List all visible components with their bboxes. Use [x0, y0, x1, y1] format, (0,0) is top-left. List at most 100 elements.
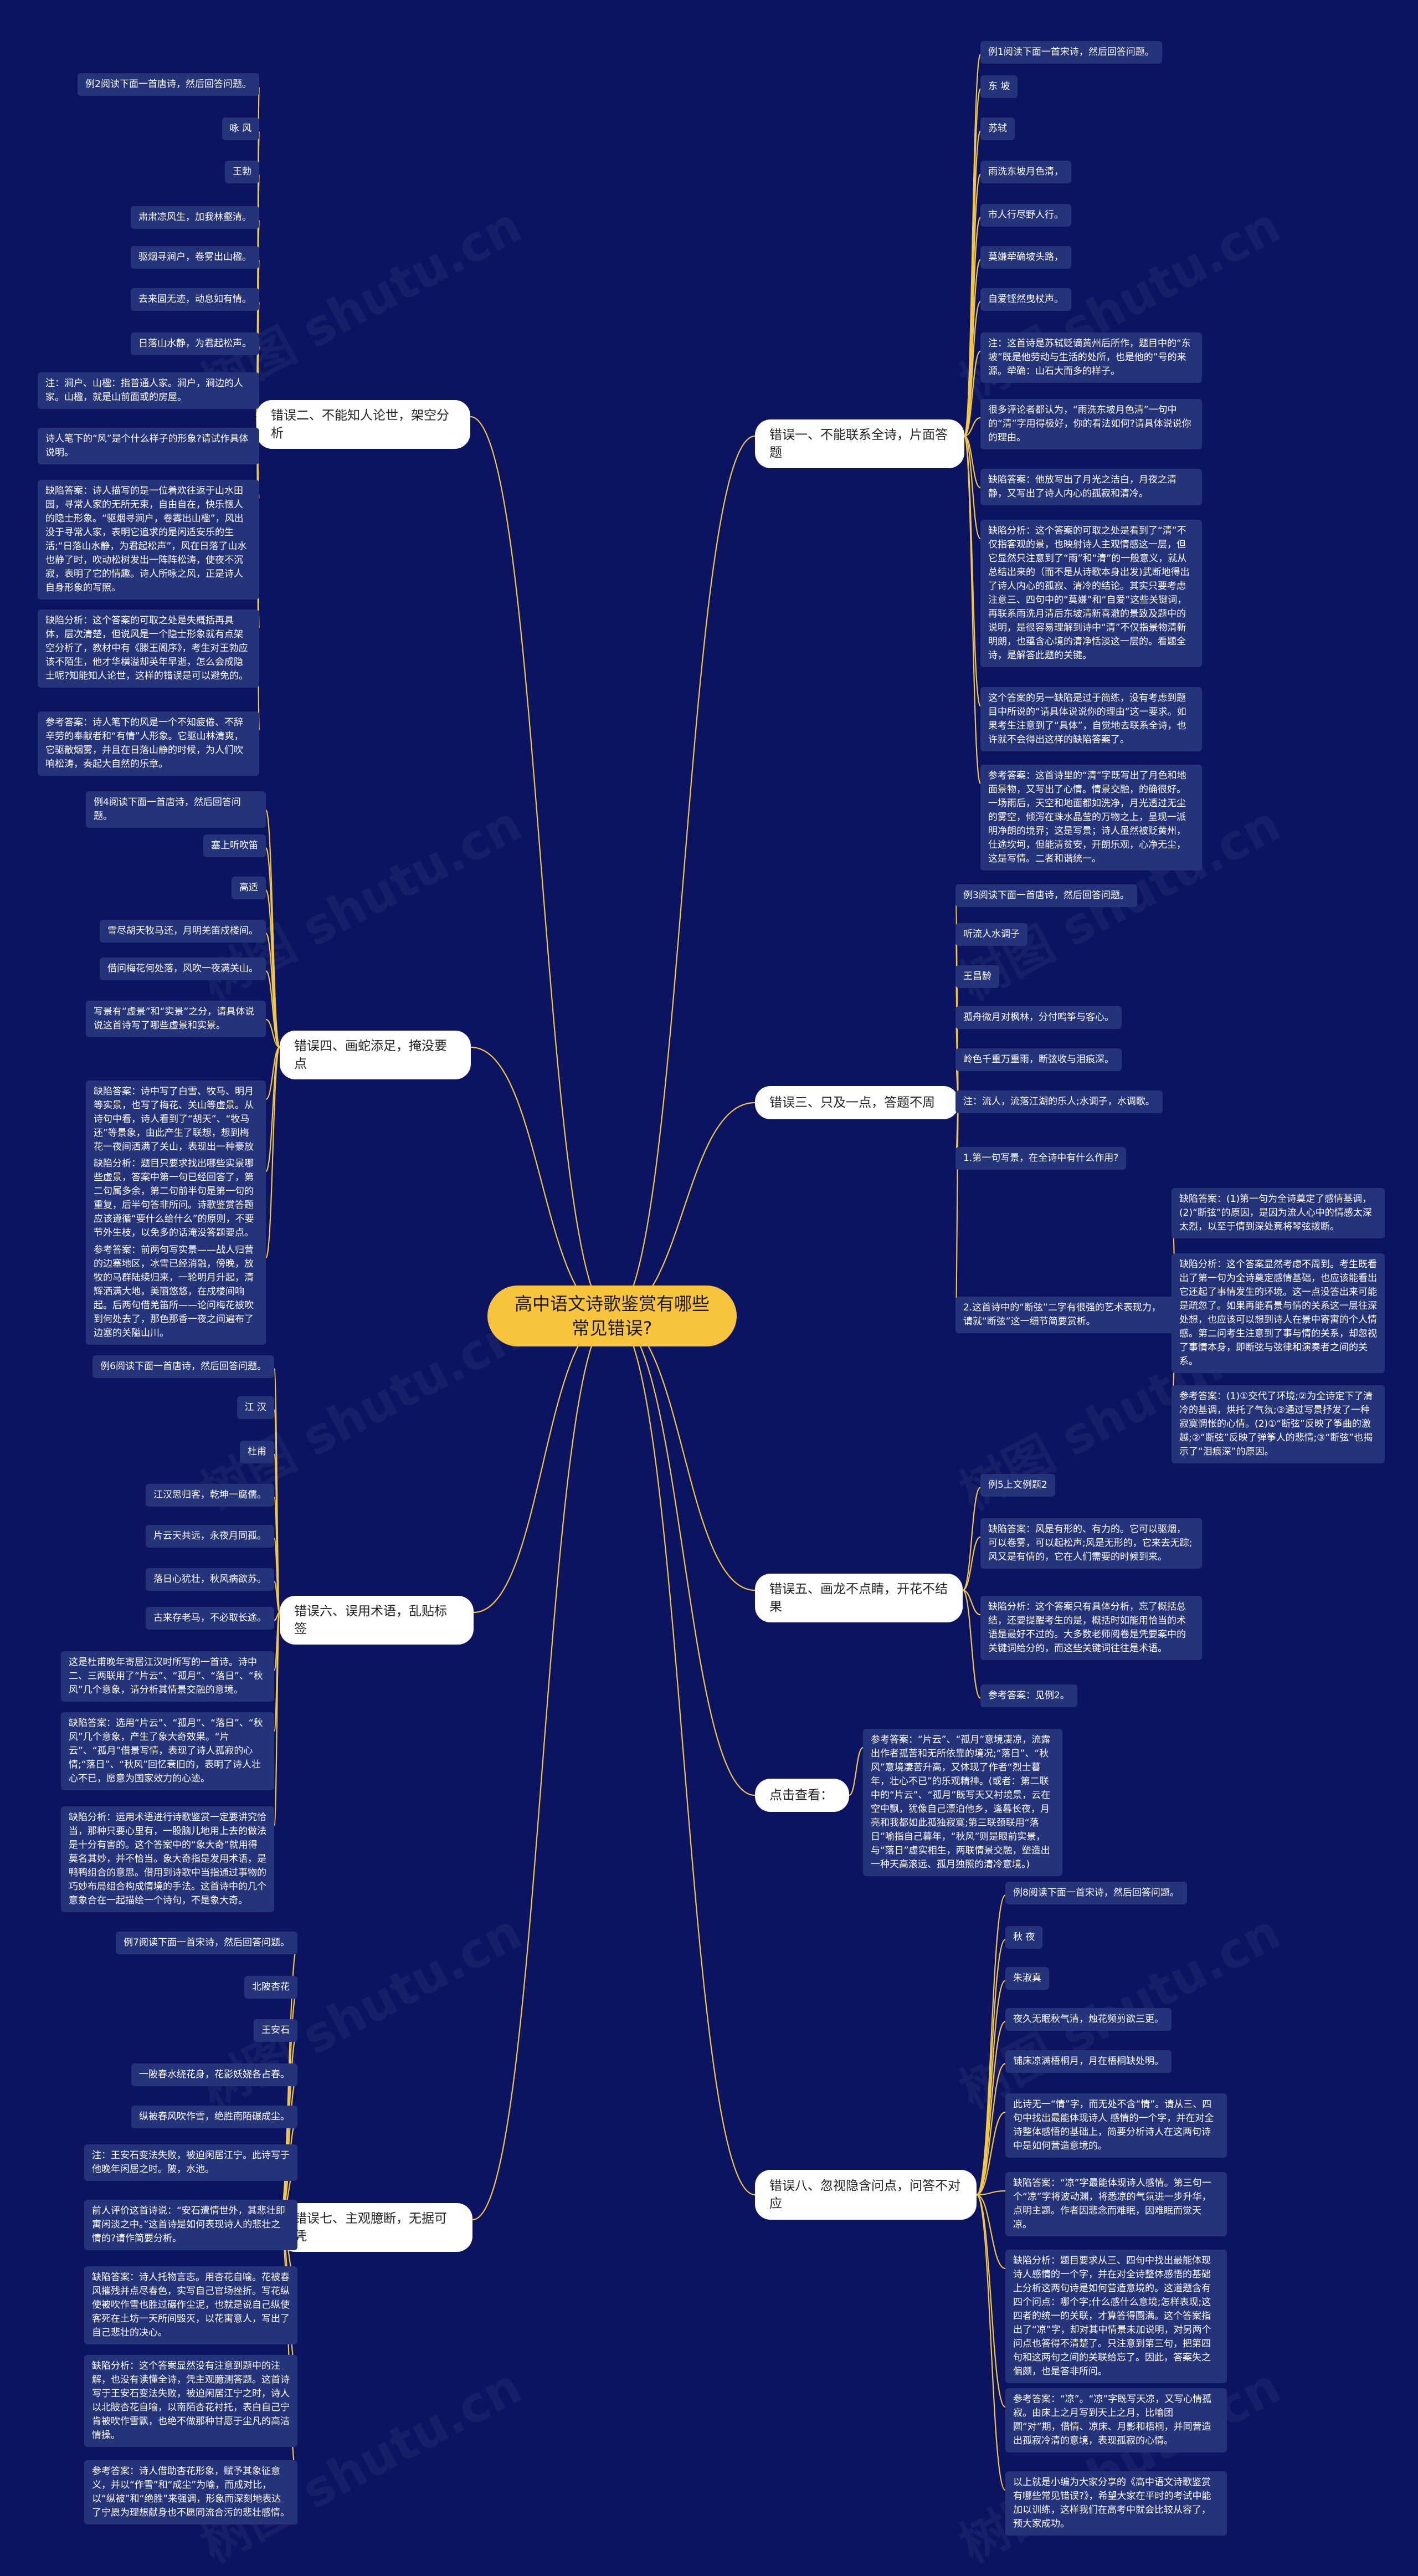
leaf-note: 王昌龄 [955, 965, 999, 988]
leaf-note: 注：涧户、山楹：指普通人家。涧户，涧边的人家。山楹，就是山前面或的房屋。 [38, 372, 259, 409]
leaf-note: 岭色千重万重雨，断弦收与泪痕深。 [955, 1048, 1122, 1071]
leaf-note: 王安石 [254, 2019, 297, 2042]
leaf-note: 杜甫 [240, 1441, 274, 1463]
leaf-note: 莫嫌荦确坡头路， [980, 246, 1071, 269]
branch-to-leaf-line [265, 1046, 281, 1259]
root-to-branch-line [470, 416, 613, 1317]
leaf-note: 参考答案：前两句写实景——战人归营的边塞地区，冰雪已经消融，傍晚，放牧的马群陆续… [86, 1239, 266, 1345]
branch-to-leaf-line [964, 417, 981, 437]
branch-to-leaf-line [963, 435, 982, 785]
leaf-note: 苏轼 [980, 117, 1015, 140]
leaf-note: 例6阅读下面一首唐诗，然后回答问题。 [93, 1355, 274, 1378]
leaf-note: 例7阅读下面一首宋诗，然后回答问题。 [116, 1932, 297, 1954]
leaf-note: 参考答案：诗人笔下的风是一个不知疲倦、不辞辛劳的奉献者和“有情”人形象。它驱山林… [38, 711, 259, 776]
branch-topic[interactable]: 点击查看： [755, 1779, 849, 1812]
leaf-note: 缺陷分析：这个答案显然考虑不周到。考生既看出了第一句为全诗奠定感情基础，也应该能… [1172, 1253, 1385, 1373]
branch-to-leaf-line [273, 1581, 281, 1614]
leaf-note: 诗人笔下的“风”是个什么样子的形象?请试作具体说明。 [38, 428, 259, 464]
branch-topic[interactable]: 错误六、误用术语，乱贴标签 [280, 1596, 474, 1645]
leaf-note: 肃肃凉风生，加我林壑清。 [131, 206, 259, 229]
branch-topic[interactable]: 错误二、不能知人论世，架空分析 [256, 400, 470, 449]
branch-to-leaf-line [265, 1018, 280, 1048]
branch-to-leaf-line [273, 1611, 281, 1826]
leaf-note: 借问梅花何处落，风吹一夜满关山。 [100, 957, 266, 980]
branch-to-leaf-line [265, 1046, 281, 1172]
leaf-note: 参考答案：诗人借助杏花形象，赋予其象征意义，并以“作雪”和“成尘”为喻，而成对比… [84, 2460, 297, 2524]
leaf-note: 缺陷答案：“凉”字最能体现诗人感情。第三句一个“凉”字将波动渊，将悉凉的气氛进一… [1005, 2172, 1227, 2236]
leaf-note: 缺陷答案：选用“片云”、“孤月”、“落日”、“秋风”几个意象，产生了象大奇效果。… [61, 1712, 274, 1790]
branch-to-leaf-line [976, 2111, 1006, 2196]
leaf-note: 缺陷分析：这个答案只有具体分析，忘了概括总结，还要提醒考生的是，概括时如能用恰当… [980, 1596, 1202, 1660]
branch-to-leaf-line [962, 1487, 982, 1591]
root-to-branch-line [612, 435, 756, 1317]
branch-topic[interactable]: 错误七、主观臆断，无据可凭 [280, 2203, 472, 2252]
branch-to-leaf-line [976, 2063, 1006, 2196]
branch-to-leaf-line [976, 2194, 1006, 2408]
leaf-note: 江汉思归客，乾坤一腐儒。 [146, 1484, 274, 1507]
leaf-note: 写景有“虚景”和“实景”之分，请具体说说这首诗写了哪些虚景和实景。 [86, 1001, 266, 1037]
leaf-note: 日落山水静，为君起松声。 [131, 332, 259, 355]
leaf-note: 参考答案：“凉”。“凉”字既写天凉，又写心情孤寂。由床上之月写到天上之月，比喻团… [1005, 2388, 1227, 2452]
branch-topic[interactable]: 错误四、画蛇添足，掩没要点 [280, 1031, 471, 1079]
branch-to-leaf-line [976, 2021, 1006, 2196]
leaf-note: 听流人水调子 [955, 923, 1027, 946]
leaf-note: 缺陷分析：题目只要求找出哪些实景哪些虚景，答案中第一句已经回答了，第二句属多余，… [86, 1153, 266, 1245]
branch-to-leaf-line [962, 1589, 981, 1616]
leaf-note: 缺陷分析：题目要求从三、四句中找出最能体现诗人感情的一个字，并在对全诗整体感悟的… [1005, 2250, 1227, 2383]
branch-to-leaf-line [975, 2194, 1006, 2491]
leaf-note: 王勃 [225, 161, 259, 183]
leaf-note: 缺陷分析：这个答案的可取之处是失概括再具体，层次清楚，但说风是一个隐士形象就有点… [38, 610, 259, 688]
leaf-note: 这是杜甫晚年寄居江汉时所写的一首诗。诗中二、三两联用了“片云”、“孤月”、“落日… [61, 1651, 274, 1702]
leaf-note: 纵被春风吹作雪，绝胜南陌碾成尘。 [131, 2106, 297, 2128]
leaf-note: 自爱铿然曳杖声。 [980, 288, 1071, 311]
leaf-note: 注：王安石变法失败，被迫闲居江宁。此诗写于他晚年闲居之时。陂，水池。 [84, 2144, 297, 2181]
leaf-note: 参考答案：“片云”、“孤月”意境凄凉，流露出作者孤苦和无所依靠的境况;“落日”、… [863, 1729, 1062, 1876]
leaf-note: 朱淑真 [1005, 1967, 1049, 1990]
leaf-note: 高适 [232, 877, 266, 899]
branch-to-leaf-line [849, 1747, 864, 1796]
branch-topic[interactable]: 错误一、不能联系全诗，片面答题 [755, 419, 964, 468]
leaf-note: 片云天共远，永夜月同孤。 [146, 1525, 274, 1548]
leaf-note: 江 汉 [237, 1396, 274, 1419]
leaf-note: 例3阅读下面一首唐诗，然后回答问题。 [955, 884, 1137, 907]
branch-topic[interactable]: 错误八、忽视隐含问点，问答不对应 [755, 2170, 977, 2220]
leaf-note: 例2阅读下面一首唐诗，然后回答问题。 [78, 73, 259, 96]
leaf-note: 例8阅读下面一首宋诗，然后回答问题。 [1005, 1882, 1187, 1904]
branch-to-leaf-line [963, 435, 982, 707]
branch-to-leaf-line [963, 301, 982, 437]
leaf-note: 这个答案的另一缺陷是过于简练，没有考虑到题目中所说的“请具体说说你的理由”这一要… [980, 687, 1202, 751]
leaf-note: 参考答案：这首诗里的“清”字既写出了月色和地面景物，又写出了心情。情景交融，的确… [980, 765, 1202, 870]
leaf-note: 缺陷分析：这个答案显然没有注意到题中的注解，也没有读懂全诗，凭主观臆测答题。这首… [84, 2355, 297, 2447]
leaf-note: 缺陷答案：诗人描写的是一位着欢往返于山水田园，寻常人家的无所无束，自由自在，快乐… [38, 480, 259, 600]
leaf-note: 1.第一句写景，在全诗中有什么作用? [955, 1147, 1127, 1170]
branch-to-leaf-line [963, 350, 982, 437]
leaf-note: 去来固无迹，动息如有情。 [131, 288, 259, 311]
leaf-note: 北陂杏花 [244, 1976, 297, 1999]
leaf-note: 缺陷答案：风是有形的、有力的。它可以驱烟，可以卷雾，可以起松声;风是无形的，它来… [980, 1518, 1202, 1569]
leaf-note: 市人行尽野人行。 [980, 204, 1071, 227]
leaf-note: 雪尽胡天牧马还，月明羌笛戍楼间。 [100, 920, 266, 943]
leaf-note: 缺陷答案：诗人托物言志。用杏花自喻。花被春风摧残并点尽春色，实写自己官场挫折。写… [84, 2266, 297, 2344]
root-to-branch-line [612, 1315, 756, 2196]
leaf-note: 孤舟微月对枫林，分付鸣筝与客心。 [955, 1006, 1122, 1029]
branch-topic[interactable]: 错误五、画龙不点睛，开花不结果 [755, 1574, 963, 1622]
leaf-note: 参考答案：(1)①交代了环境;②为全诗定下了清冷的基调，烘托了气氛;③通过写景抒… [1172, 1385, 1385, 1463]
leaf-note: 缺陷分析：这个答案的可取之处是看到了“清”不仅指客观的景，也映射诗人主观情感这一… [980, 520, 1202, 667]
leaf-note: 落日心犹壮，秋风病欲苏。 [146, 1568, 274, 1591]
leaf-note: 参考答案：见例2。 [980, 1684, 1077, 1707]
branch-to-leaf-line [962, 1589, 982, 1699]
leaf-note: 咏 风 [222, 117, 259, 140]
branch-topic[interactable]: 错误三、只及一点，答题不周 [755, 1086, 959, 1119]
leaf-note: 例1阅读下面一首宋诗，然后回答问题。 [980, 41, 1162, 64]
leaf-note: 缺陷答案：他放写出了月光之洁白，月夜之清静，又写出了诗人内心的孤寂和清冷。 [980, 469, 1202, 505]
root-to-branch-line [472, 1315, 613, 2221]
leaf-note: 夜久无眠秋气清，烛花频剪欲三更。 [1005, 2008, 1172, 2031]
leaf-note: 一陂春水绕花身，花影妖娆各占春。 [131, 2063, 297, 2086]
leaf-note: 雨洗东坡月色清， [980, 161, 1071, 183]
leaf-note: 2.这首诗中的“断弦”二字有很强的艺术表现力，请就“断弦”这一细节简要赏析。 [955, 1297, 1177, 1333]
leaf-note: 注：流人，流落江湖的乐人;水调子，水调歌。 [955, 1090, 1163, 1113]
root-topic[interactable]: 高中语文诗歌鉴赏有哪些常见错误? [487, 1286, 737, 1346]
leaf-note: 铺床凉满梧桐月，月在梧桐缺处明。 [1005, 2050, 1172, 2073]
leaf-note: 以上就是小编为大家分享的《高中语文诗歌鉴赏有哪些常见错误?》，希望大家在平时的考… [1005, 2471, 1227, 2536]
